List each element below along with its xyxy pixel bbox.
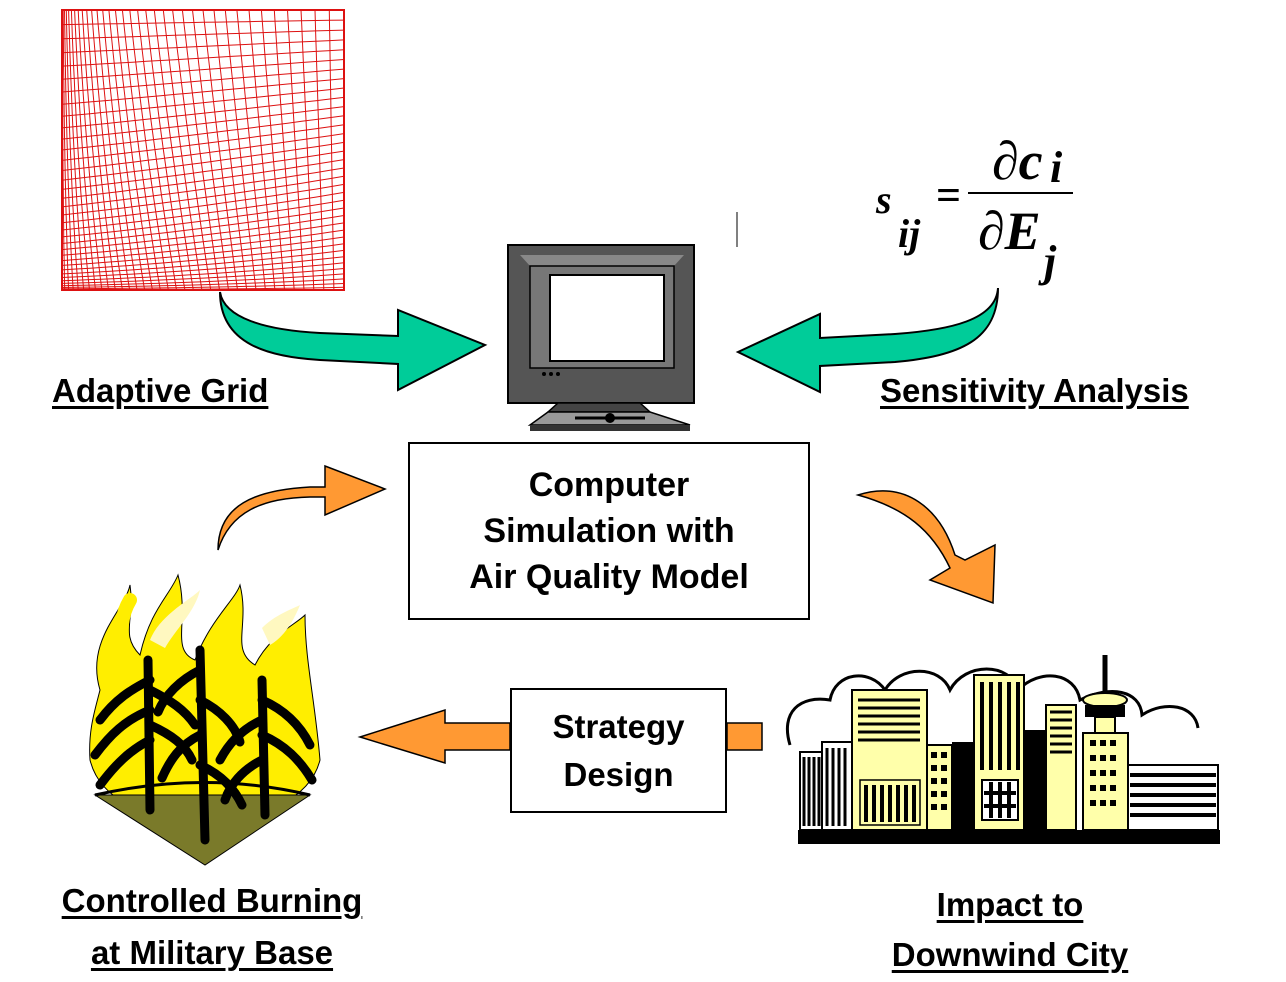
grid-line-horizontal xyxy=(62,215,344,251)
grid-line-vertical xyxy=(129,10,169,290)
orange-arrow-up xyxy=(217,464,387,551)
grid-line-horizontal xyxy=(62,229,344,262)
grid-line-horizontal xyxy=(62,273,344,287)
grid-line-horizontal xyxy=(62,124,344,161)
grid-line-horizontal xyxy=(62,78,344,105)
grid-line-vertical xyxy=(145,10,186,290)
grid-line-vertical xyxy=(77,10,103,290)
grid-line-horizontal xyxy=(62,29,344,40)
city-skyline-icon xyxy=(785,655,1220,844)
adaptive-grid-icon xyxy=(62,10,344,290)
strategy-box-line2: Design xyxy=(563,755,674,793)
fire-trees-icon xyxy=(89,573,321,866)
grid-line-horizontal xyxy=(62,191,344,231)
grid-line-horizontal xyxy=(62,133,344,171)
grid-line-vertical xyxy=(96,10,131,290)
grid-line-horizontal xyxy=(62,87,344,117)
sensitivity-analysis-label: Sensitivity Analysis xyxy=(880,372,1189,409)
impact-label-line2: Downwind City xyxy=(891,936,1129,973)
strategy-box-line1: Strategy xyxy=(552,707,685,745)
grid-line-vertical xyxy=(108,10,146,290)
formula-numerator-subscript: i xyxy=(1050,143,1063,192)
formula-denominator-subscript: j xyxy=(1044,237,1057,286)
center-box-line2: Simulation with xyxy=(483,512,735,550)
grid-line-horizontal xyxy=(62,207,344,244)
grid-line-horizontal xyxy=(62,175,344,216)
formula-denominator: ∂E xyxy=(978,201,1041,261)
grid-line-vertical xyxy=(68,10,85,290)
grid-line-vertical xyxy=(81,10,109,290)
controlled-burning-label-line2: at Military Base xyxy=(90,934,334,971)
grid-line-vertical xyxy=(328,10,335,290)
computer-monitor-icon xyxy=(507,244,695,431)
computer-simulation-box: Computer Simulation with Air Quality Mod… xyxy=(408,442,810,620)
orange-arrow-left xyxy=(357,708,511,765)
grid-line-vertical xyxy=(74,10,96,290)
teal-arrow-left xyxy=(219,291,488,392)
grid-line-vertical xyxy=(181,10,220,290)
grid-line-horizontal xyxy=(62,96,344,129)
grid-line-horizontal xyxy=(62,159,344,199)
grid-line-horizontal xyxy=(62,150,344,190)
grid-line-horizontal xyxy=(62,262,344,282)
grid-line-horizontal xyxy=(62,106,344,140)
grid-line-vertical xyxy=(202,10,238,290)
orange-arrow-tail xyxy=(726,722,763,751)
grid-line-vertical xyxy=(260,10,285,290)
grid-line-horizontal xyxy=(62,268,344,284)
formula-equals: = xyxy=(936,171,962,220)
grid-line-vertical xyxy=(314,10,325,290)
formula-numerator: ∂c xyxy=(992,131,1043,191)
grid-line-horizontal xyxy=(62,278,344,288)
grid-line-vertical xyxy=(273,10,295,290)
grid-line-horizontal xyxy=(62,19,344,26)
grid-line-horizontal xyxy=(62,256,344,278)
grid-line-horizontal xyxy=(62,236,344,266)
grid-line-horizontal xyxy=(62,115,344,151)
grid-line-vertical xyxy=(64,10,74,290)
grid-line-horizontal xyxy=(62,59,344,80)
formula-lhs-subscript: ij xyxy=(898,211,921,256)
center-box-line3: Air Quality Model xyxy=(469,558,749,596)
impact-label-line1: Impact to xyxy=(936,886,1084,923)
grid-line-horizontal xyxy=(62,141,344,181)
grid-line-vertical xyxy=(65,10,79,290)
formula-lhs: s xyxy=(876,177,892,222)
teal-arrow-right xyxy=(735,287,999,394)
grid-line-horizontal xyxy=(62,283,344,290)
grid-line-vertical xyxy=(300,10,315,290)
adaptive-grid-label: Adaptive Grid xyxy=(52,372,269,409)
grid-line-horizontal xyxy=(62,249,344,275)
strategy-design-box: Strategy Design xyxy=(510,688,727,813)
sensitivity-formula: s ij = ∂c i ∂E j xyxy=(0,0,1286,300)
grid-line-vertical xyxy=(248,10,276,290)
grid-line-vertical xyxy=(70,10,90,290)
grid-border xyxy=(61,9,345,291)
grid-line-horizontal xyxy=(62,243,344,271)
grid-line-vertical xyxy=(86,10,116,290)
grid-line-horizontal xyxy=(62,183,344,224)
controlled-burning-label-line1: Controlled Burning xyxy=(61,882,363,919)
grid-line-vertical xyxy=(91,10,123,290)
grid-line-horizontal xyxy=(62,167,344,208)
grid-line-vertical xyxy=(192,10,229,290)
grid-line-horizontal xyxy=(62,68,344,93)
center-box-line1: Computer xyxy=(528,466,690,504)
grid-line-horizontal xyxy=(62,49,344,67)
orange-arrow-down xyxy=(855,490,996,605)
grid-line-vertical xyxy=(121,10,161,290)
grid-line-vertical xyxy=(114,10,153,290)
grid-line-vertical xyxy=(162,10,203,290)
grid-line-horizontal xyxy=(62,199,344,238)
grid-line-horizontal xyxy=(62,39,344,54)
grid-line-horizontal xyxy=(62,222,344,256)
grid-line-vertical xyxy=(236,10,266,290)
grid-line-vertical xyxy=(172,10,212,290)
